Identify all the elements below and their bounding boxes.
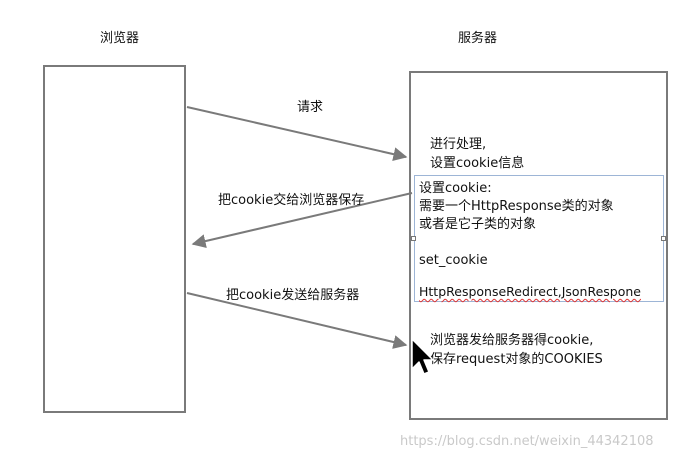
receive-note-line2: 保存request对象的COOKIES [430,352,603,367]
give-cookie-label: 把cookie交给浏览器保存 [218,193,365,208]
process-note-line2: 设置cookie信息 [430,156,525,171]
textbox-line4: set_cookie [419,253,488,268]
browser-box [43,65,186,413]
mouse-cursor-icon [411,338,434,375]
watermark: https://blog.csdn.net/weixin_44342108 [400,434,654,449]
request-label: 请求 [297,100,324,115]
selected-textbox[interactable] [414,175,664,302]
resize-handle-right[interactable] [661,236,666,241]
receive-note-line1: 浏览器发给服务器得cookie, [430,333,594,348]
textbox-line1: 设置cookie: [419,181,492,196]
request-arrow [186,106,408,162]
give-cookie-arrow [191,192,413,248]
resize-handle-left[interactable] [411,236,416,241]
send-cookie-arrow [186,292,408,349]
textbox-line5: HttpResponseRedirect,JsonRespone [419,284,641,299]
server-title: 服务器 [458,31,498,46]
send-cookie-label: 把cookie发送给服务器 [226,288,360,303]
browser-title: 浏览器 [100,31,140,46]
textbox-line3: 或者是它子类的对象 [419,217,537,232]
process-note-line1: 进行处理, [430,137,487,152]
textbox-line2: 需要一个HttpResponse类的对象 [419,199,614,214]
